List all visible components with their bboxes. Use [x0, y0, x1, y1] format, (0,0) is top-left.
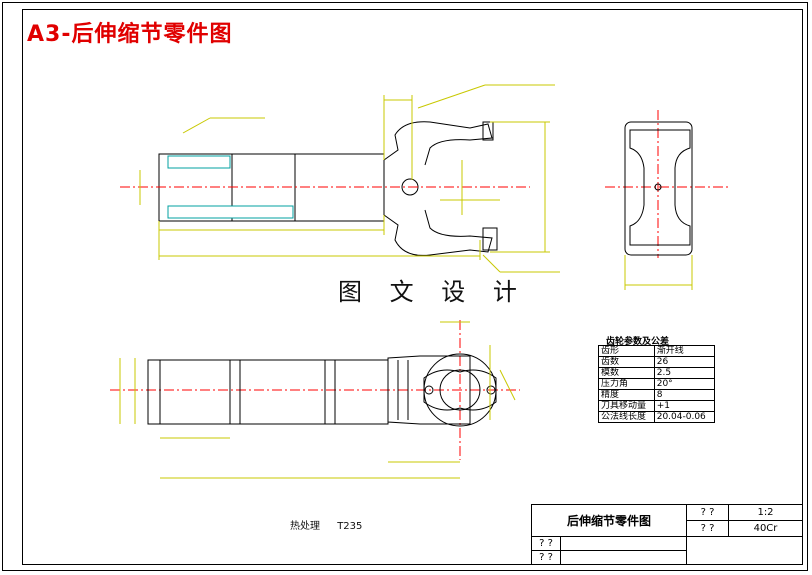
main-view: [158, 121, 498, 256]
spline-section-top: [167, 155, 231, 169]
yoke-boss-top: [482, 121, 494, 141]
title-block-row1-label: ? ?: [531, 536, 561, 551]
spline-section-bottom: [167, 205, 294, 219]
drawing-inner-frame: [22, 9, 803, 565]
param-value: 渐开线: [653, 345, 716, 357]
title-block-row2-value: [560, 550, 687, 565]
param-name: 模数: [598, 367, 655, 379]
dimension-lines: [139, 84, 693, 290]
title-block-row1-value: [560, 536, 687, 551]
param-name: 公法线长度: [598, 411, 655, 423]
bottom-view: [147, 353, 497, 427]
param-name: 齿形: [598, 345, 655, 357]
yoke-lower: [383, 209, 493, 256]
drawing-title: A3-后伸缩节零件图: [27, 22, 233, 47]
heat-treatment-label: 热处理: [290, 521, 320, 532]
param-value: 20.04-0.06: [653, 411, 716, 423]
param-name: 压力角: [598, 378, 655, 390]
watermark-text: 图 文 设 计: [338, 278, 527, 306]
param-value: 2.5: [653, 367, 716, 379]
params-row: 齿形渐开线: [598, 345, 716, 357]
heat-treatment-note: 热处理 T235: [290, 517, 376, 532]
title-block-part-name: 后伸缩节零件图: [531, 504, 687, 537]
param-name: 精度: [598, 389, 655, 401]
title-block: 后伸缩节零件图 ? ? 1:2 ? ? 40Cr ? ? ? ?: [531, 504, 803, 565]
param-value: 20°: [653, 378, 716, 390]
params-row: 刀具移动量+1: [598, 400, 716, 412]
title-block-empty: [686, 536, 803, 565]
yoke-boss-bottom: [482, 227, 498, 251]
title-block-scale-label: ? ?: [686, 504, 729, 521]
param-name: 刀具移动量: [598, 400, 655, 412]
params-table-title: 齿轮参数及公差: [606, 337, 670, 347]
bottom-dims: [119, 321, 516, 479]
title-block-material: 40Cr: [728, 520, 803, 537]
param-value: +1: [653, 400, 716, 412]
side-view: [624, 121, 693, 256]
heat-treatment-value: T235: [337, 521, 363, 532]
title-block-material-label: ? ?: [686, 520, 729, 537]
title-block-scale: 1:2: [728, 504, 803, 521]
param-name: 齿数: [598, 356, 655, 368]
yoke-upper: [383, 121, 493, 166]
param-value: 26: [653, 356, 716, 368]
param-value: 8: [653, 389, 716, 401]
title-block-row2-label: ? ?: [531, 550, 561, 565]
